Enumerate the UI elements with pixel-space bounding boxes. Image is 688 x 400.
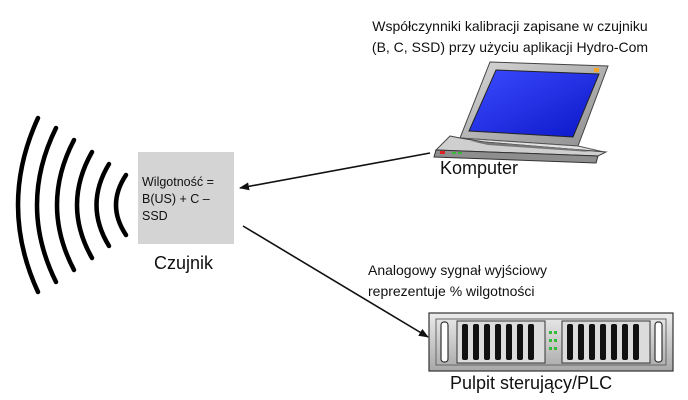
sensor-formula-line-1: Wilgotność = bbox=[142, 175, 214, 189]
calibration-caption-line-1: Współczynniki kalibracji zapisane w czuj… bbox=[372, 18, 648, 34]
sensor-formula: Wilgotność = B(US) + C – SSD bbox=[142, 174, 234, 225]
analog-output-caption-line-1: Analogowy sygnał wyjściowy bbox=[368, 262, 547, 278]
analog-output-caption-line-2: reprezentuje % wilgotności bbox=[368, 283, 535, 299]
plc-label: Pulpit sterujący/PLC bbox=[450, 373, 613, 393]
calibration-caption-line-2: (B, C, SSD) przy użyciu aplikacji Hydro-… bbox=[371, 39, 649, 55]
laptop-icon bbox=[433, 61, 609, 164]
arrow-computer-to-sensor bbox=[239, 152, 431, 191]
sensor-box bbox=[138, 152, 234, 244]
analog-output-caption: Analogowy sygnał wyjściowy reprezentuje … bbox=[368, 260, 547, 302]
plc-rack-icon bbox=[428, 312, 674, 372]
computer-label: Komputer bbox=[440, 158, 519, 178]
arrow-sensor-to-plc bbox=[242, 225, 429, 338]
sensor-label: Czujnik bbox=[154, 253, 214, 273]
signal-waves-icon bbox=[15, 115, 129, 295]
calibration-caption: Współczynniki kalibracji zapisane w czuj… bbox=[345, 16, 675, 58]
sensor-formula-line-3: SSD bbox=[142, 209, 168, 223]
sensor-formula-line-2: B(US) + C – bbox=[142, 192, 210, 206]
